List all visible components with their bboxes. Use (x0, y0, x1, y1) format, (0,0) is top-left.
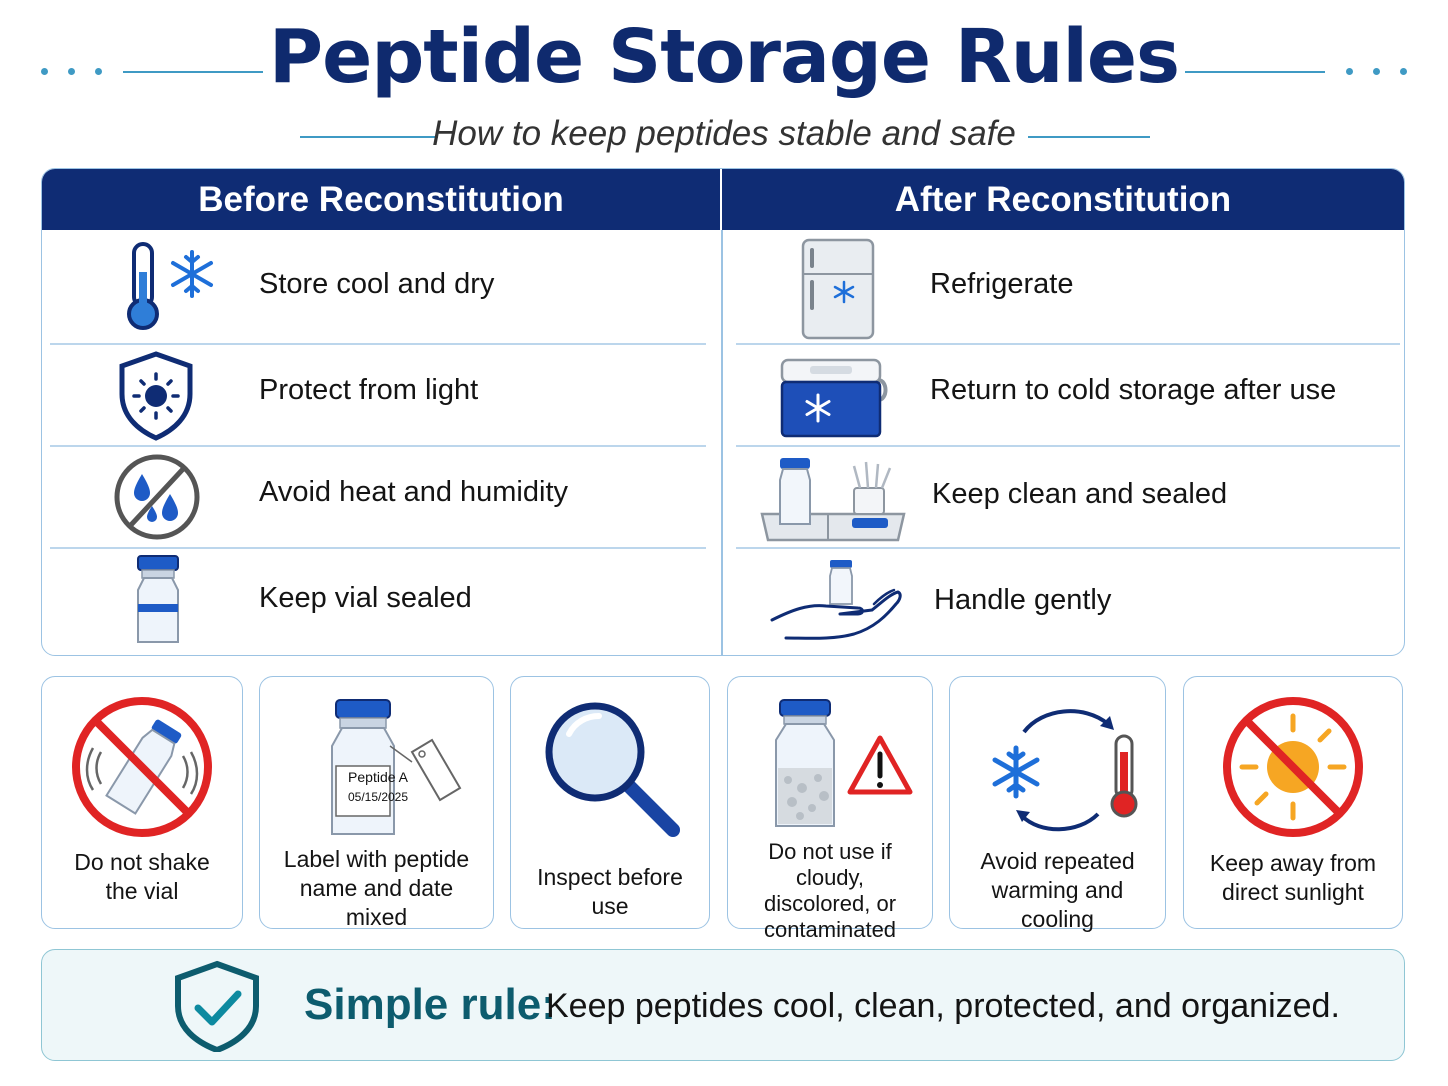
shield-check-icon (172, 960, 262, 1057)
card-text: Avoid repeated warming and cooling (980, 848, 1135, 932)
cooler-icon (774, 350, 894, 442)
cloudy-vial-warning-icon (728, 687, 932, 837)
item-label: Avoid heat and humidity (259, 476, 569, 508)
vial-label-date: 05/15/2025 (347, 790, 409, 804)
right-decor-dots (1346, 68, 1407, 75)
card-text: Label with peptide name and date mixed (283, 846, 470, 930)
card-text: Keep away from direct sunlight (1209, 850, 1377, 905)
shield-sun-icon (116, 350, 196, 442)
item-label: Store cool and dry (259, 268, 495, 300)
tip-card-cloudy: Do not use if cloudy, discolored, or con… (727, 676, 933, 942)
column-divider (721, 230, 723, 655)
list-item: Avoid heat and humidity (42, 446, 722, 547)
simple-rule-text: Keep peptides cool, clean, protected, an… (546, 987, 1340, 1025)
after-reconstitution-heading: After Reconstitution (894, 179, 1232, 219)
thermometer-snowflake-icon (120, 240, 220, 332)
row-divider (50, 343, 706, 345)
storage-table: Before Reconstitution After Reconstituti… (41, 168, 1405, 656)
no-shake-icon (42, 687, 242, 847)
left-decor-dots (41, 68, 102, 75)
table-header: Before Reconstitution After Reconstituti… (42, 169, 1404, 230)
list-item: Store cool and dry (42, 230, 722, 343)
list-item: Handle gently (722, 548, 1404, 655)
simple-rule-label: Simple rule: (304, 980, 556, 1029)
no-water-drops-icon (112, 452, 202, 542)
page-subtitle: How to keep peptides stable and safe (432, 114, 1016, 153)
tip-card-no-shake: Do not shake the vial (41, 676, 243, 929)
refrigerator-icon (798, 236, 878, 342)
magnifier-icon (511, 689, 709, 849)
simple-rule-banner: Simple rule: Keep peptides cool, clean, … (41, 949, 1405, 1061)
row-divider (736, 343, 1400, 345)
item-label: Keep vial sealed (259, 582, 472, 614)
list-item: Protect from light (42, 344, 722, 445)
item-label: Handle gently (934, 584, 1112, 616)
list-item: Refrigerate (722, 230, 1404, 343)
list-item: Keep clean and sealed (722, 446, 1404, 547)
freeze-thaw-cycle-icon (950, 693, 1165, 843)
no-sun-icon (1184, 687, 1402, 847)
sealed-vial-icon (128, 552, 188, 648)
left-decor-line (123, 71, 263, 73)
before-reconstitution-heading: Before Reconstitution (42, 169, 722, 230)
card-text: Inspect before use (537, 864, 683, 919)
item-label: Protect from light (259, 374, 479, 406)
item-label: Return to cold storage after use (930, 374, 1337, 406)
row-divider (50, 445, 706, 447)
vial-tray-icon (758, 454, 910, 544)
labeled-vial-icon: Peptide A 05/15/2025 (260, 691, 493, 851)
list-item: Return to cold storage after use (722, 344, 1404, 445)
item-label: Keep clean and sealed (932, 478, 1228, 510)
vial-label-name: Peptide A (348, 769, 408, 785)
list-item: Keep vial sealed (42, 548, 722, 655)
row-divider (736, 445, 1400, 447)
tip-card-label: Peptide A 05/15/2025 Label with peptide … (259, 676, 494, 930)
tip-card-freeze-thaw: Avoid repeated warming and cooling (949, 676, 1166, 932)
row-divider (736, 547, 1400, 549)
card-text: Do not shake the vial (74, 849, 210, 904)
tip-card-inspect: Inspect before use (510, 676, 710, 929)
item-label: Refrigerate (930, 268, 1074, 300)
row-divider (50, 547, 706, 549)
card-text: Do not use if cloudy, discolored, or con… (763, 839, 897, 942)
right-decor-line (1185, 71, 1325, 73)
subtitle-right-line (1028, 136, 1150, 138)
hand-vial-icon (766, 554, 906, 646)
page-title: Peptide Storage Rules (268, 14, 1180, 100)
tip-card-no-sun: Keep away from direct sunlight (1183, 676, 1403, 929)
subtitle-left-line (300, 136, 438, 138)
